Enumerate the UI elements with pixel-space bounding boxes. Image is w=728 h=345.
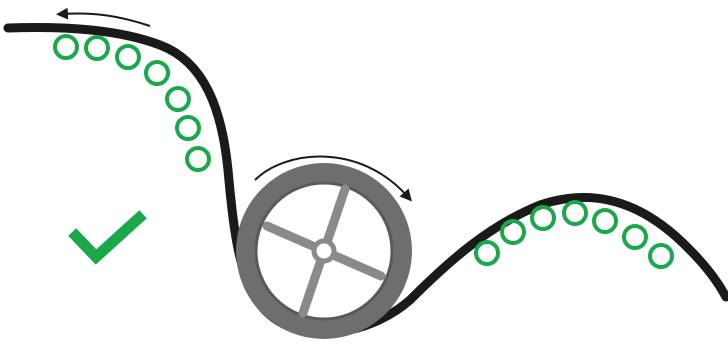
roller	[187, 148, 209, 170]
wheel	[236, 163, 412, 339]
roller	[476, 242, 498, 264]
checkmark-icon	[76, 218, 139, 257]
roller	[564, 202, 586, 224]
roller	[167, 88, 189, 110]
roller	[55, 36, 77, 58]
roller	[86, 37, 108, 59]
roller	[117, 46, 139, 68]
roller	[502, 221, 524, 243]
roller	[594, 210, 616, 232]
roller	[177, 117, 199, 139]
roller	[146, 62, 168, 84]
direction-arrow-top	[62, 14, 150, 27]
roller	[650, 245, 672, 267]
roller	[532, 207, 554, 229]
hub	[314, 241, 334, 261]
roller	[624, 226, 646, 248]
